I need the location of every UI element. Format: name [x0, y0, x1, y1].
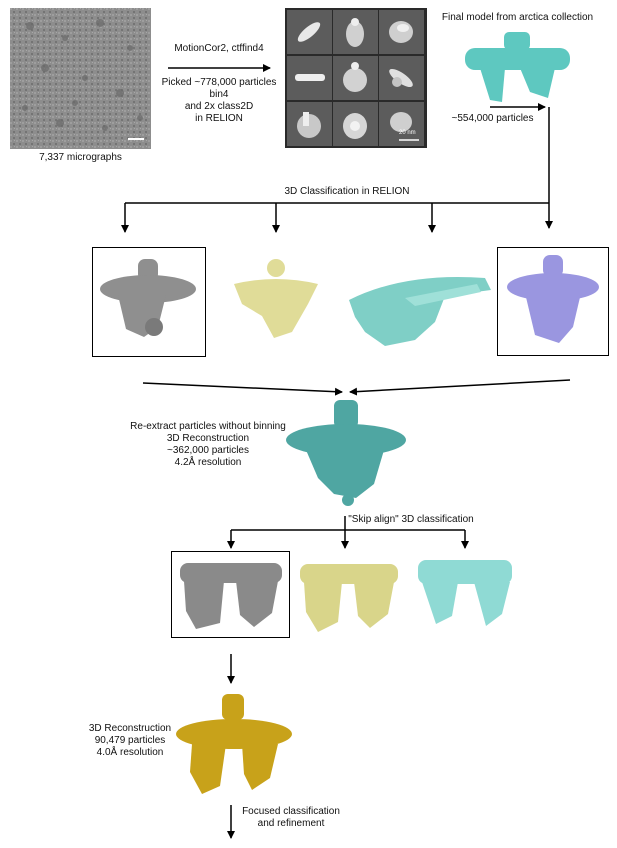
reconstruction1-line-2: 3D Reconstruction [166, 433, 250, 444]
class2d-cell: 20 nm [379, 102, 424, 146]
class2d-cell [333, 10, 378, 54]
class2d-cell [287, 56, 332, 100]
processing-line-2: Picked ~778,000 particles [161, 77, 277, 88]
class2d-cell [379, 56, 424, 100]
final-step-line-2: and refinement [257, 818, 325, 829]
class2-map-cyan [418, 560, 512, 626]
micrograph-scalebar [128, 138, 144, 140]
class1-map-gray [100, 259, 196, 337]
class2-map-gray [180, 563, 282, 629]
class2d-cell [287, 102, 332, 146]
class1-map-yellow [234, 259, 318, 338]
reconstruction2-line-3: 4.0Å resolution [96, 747, 164, 758]
reference-model-image [465, 32, 570, 102]
reconstruction2-line-2: 90,479 particles [94, 735, 166, 746]
class2d-cell [333, 102, 378, 146]
class1-selected-box-purple [497, 247, 609, 356]
processing-line-5: in RELION [195, 113, 243, 124]
reconstruction1-line-1: Re-extract particles without binning [130, 421, 286, 432]
arrow-converge-left [142, 382, 343, 396]
class2d-cell [333, 56, 378, 100]
class2-map-yellow [300, 564, 398, 632]
reconstruction2-map [176, 694, 292, 794]
class2d-cell [379, 10, 424, 54]
class2d-scalebar-label: 20 nm [399, 130, 416, 136]
final-step-line-1: Focused classification [242, 806, 340, 817]
arrow-converge-right [349, 379, 571, 396]
class1-selected-box-gray [92, 247, 206, 357]
processing-line-4: and 2x class2D [184, 101, 254, 112]
processing-line-1: MotionCor2, ctffind4 [174, 43, 264, 54]
class1-map-purple [507, 255, 599, 343]
class2d-cell [287, 10, 332, 54]
reconstruction1-line-3: ~362,000 particles [166, 445, 249, 456]
processing-line-3: bin4 [209, 89, 229, 100]
micrograph-image [10, 8, 151, 149]
micrographs-label: 7,337 micrographs [39, 152, 122, 163]
class2-selected-box-gray [171, 551, 290, 638]
class1-map-cyan [349, 276, 491, 346]
reconstruction2-line-1: 3D Reconstruction [88, 723, 172, 734]
reference-particles: ~554,000 particles [451, 113, 534, 124]
reconstruction1-map [286, 400, 406, 506]
class2d-grid: 20 nm [285, 8, 427, 148]
reconstruction1-line-4: 4.2Å resolution [174, 457, 242, 468]
reference-title: Final model from arctica collection [441, 12, 594, 23]
classification1-title: 3D Classification in RELION [284, 186, 410, 197]
classification2-title: "Skip align" 3D classification [348, 514, 474, 525]
